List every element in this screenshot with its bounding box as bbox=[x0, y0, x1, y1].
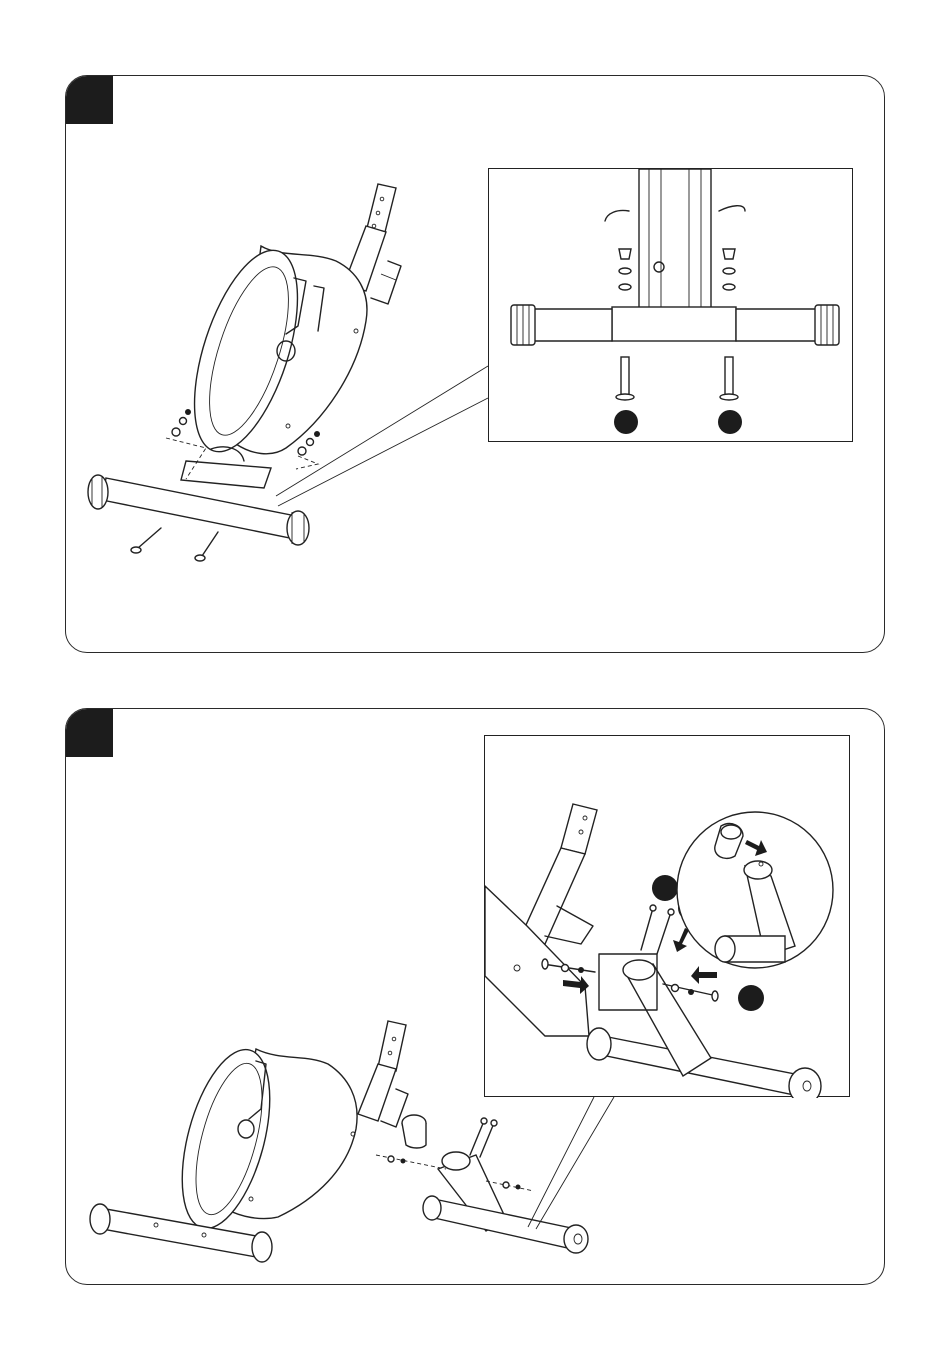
callout-marker bbox=[652, 875, 678, 901]
flywheel-housing bbox=[174, 238, 367, 464]
step-1-panel bbox=[65, 75, 885, 653]
step-1-detail-illustration bbox=[489, 169, 854, 443]
step-1-detail-inset bbox=[488, 168, 853, 442]
rear-stabilizer bbox=[423, 1152, 588, 1253]
callout-marker bbox=[614, 410, 638, 434]
callout-marker bbox=[718, 410, 742, 434]
main-frame bbox=[165, 1040, 357, 1237]
front-stabilizer bbox=[88, 475, 309, 545]
step-2-detail-illustration bbox=[485, 736, 851, 1098]
sleeve bbox=[402, 1115, 426, 1148]
step-2-panel bbox=[65, 708, 885, 1285]
callout-marker bbox=[738, 985, 764, 1011]
magnified-detail bbox=[677, 812, 833, 968]
seat-post bbox=[358, 1021, 408, 1127]
step-2-detail-inset bbox=[484, 735, 850, 1097]
step-2-leader-lines bbox=[528, 1097, 614, 1229]
